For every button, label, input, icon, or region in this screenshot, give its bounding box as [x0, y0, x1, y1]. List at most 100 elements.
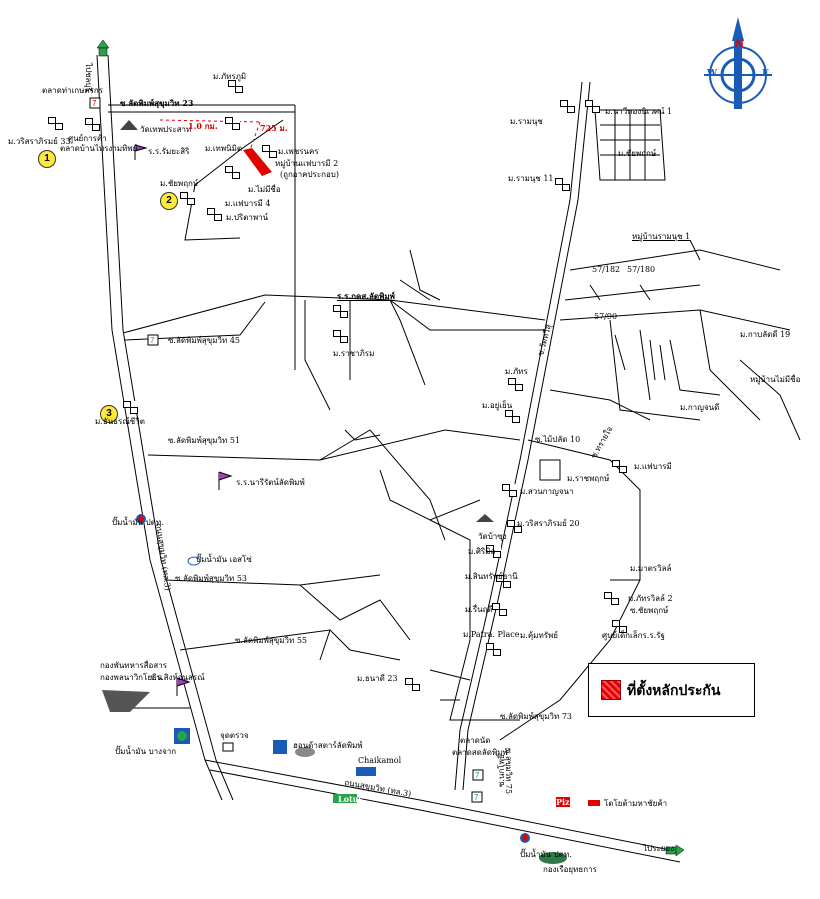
label-57-182: 57/182 — [592, 265, 621, 274]
label-talad-kao: ตลาดท่าเกษตรกร — [42, 86, 104, 95]
car-icon — [588, 800, 600, 806]
label-lotus: Lotus — [338, 794, 363, 804]
label-honda: ฮอนด้าสตาร์ลัดพิมพ์ — [293, 741, 363, 750]
label-to-north: ไปชลบุรี — [84, 63, 93, 92]
svg-text:7: 7 — [474, 793, 479, 802]
label-57-90: 57/90 — [594, 312, 618, 321]
label-rr-narirat: ร.ร.นารีรัตน์ลัดพิมพ์ — [236, 478, 305, 487]
label-petrol-bcp: ปั๊มน้ำมัน บางจาก — [115, 747, 177, 756]
svg-text:7: 7 — [475, 771, 480, 780]
label-rr-ramsiri: ร.ร.รัมยะสิริ — [148, 147, 190, 156]
building-icon — [560, 100, 575, 113]
ptt-station-icon — [136, 514, 530, 843]
building-icon — [555, 178, 570, 191]
route-1km — [159, 119, 261, 123]
label-soi-chaiyapruek: ซ.ชัยพฤกษ์ — [630, 606, 669, 615]
label-mooban-rattana1: หมู่บ้านรามนุช 1 — [632, 232, 691, 241]
label-m-kanchada19: ม.กาบลัดดี 19 — [740, 330, 791, 339]
building-icon — [505, 410, 520, 423]
label-soi-53: ซ.ลัดพิมพ์สุขุมวิท 53 — [175, 574, 248, 583]
bangchak-station-icon — [174, 728, 190, 744]
building-icon — [262, 145, 277, 158]
label-m-kumsup: ม.คุ้มทรัพย์ — [520, 631, 558, 640]
label-m-faebarami: ม.แฟบารมี — [634, 462, 672, 471]
building-icon — [508, 378, 523, 391]
label-57-180: 57/180 — [627, 265, 656, 274]
label-m-varisara20: ม.วริสราภิรมย์ 20 — [517, 519, 580, 528]
label-m-ruiung: ม.รื่นฤดี — [465, 605, 493, 614]
label-m-thepnimit: ม.เทพนิมิต — [205, 144, 243, 153]
label-talad-s2: ตลาดสดลัดพิมพ์ — [452, 748, 508, 757]
svg-text:7: 7 — [150, 336, 155, 345]
label-wat-prasat: วัดเทพประสาท — [140, 125, 192, 134]
label-m-chaiyapruek-w: ม.ชัยพฤกษ์ — [160, 179, 199, 188]
compass-e: E — [762, 69, 769, 79]
road-east — [454, 81, 583, 791]
label-m-phatvit2: ม.ภัทรวิลล์ 2 — [628, 594, 673, 603]
building-icon — [492, 603, 507, 616]
label-naval-base: กองเรือยุทธการ — [543, 865, 597, 874]
label-soi-nok: ซ.นกโพธิ์ — [497, 754, 506, 787]
label-m-rattom: ม.ราชาภิรม — [333, 349, 375, 358]
building-icon — [585, 100, 600, 113]
esso-station-icon — [187, 556, 201, 566]
building-icon — [180, 192, 195, 205]
marker-3[interactable]: 3 — [100, 405, 118, 423]
legend-box: ที่ตั้งหลักประกัน — [588, 663, 755, 717]
building-icon — [486, 545, 501, 558]
label-soi-55: ซ.ลัดพิมพ์สุขุมวิท 55 — [235, 636, 308, 645]
compass-icon — [704, 17, 772, 109]
tank-icon — [539, 852, 567, 864]
label-m-phaetnakorn: ม.เพชรนคร — [278, 147, 319, 156]
label-talad-s1: ตลาดนัด — [460, 736, 491, 745]
label-wat-thung: วัดบ้าซุง — [478, 532, 507, 541]
building-icon — [612, 620, 627, 633]
label-talad-thung: ตลาดบ้านไทรงามทิพย์ — [60, 144, 138, 153]
label-soi-45: ซ.ลัดพิมพ์สุขุมวิท 45 — [168, 336, 241, 345]
label-m-paritapat: ม.ปริตาพาน์ — [226, 213, 269, 222]
pizza-icon — [556, 797, 570, 807]
seven-eleven-icon: 7 — [471, 791, 483, 803]
property-site-marker — [243, 148, 272, 176]
arrow-north-icon — [96, 39, 110, 57]
label-petrol-ptt2: ปั๊มน้ำมัน ปตท. — [520, 850, 572, 859]
school-flag-icon — [134, 144, 233, 696]
building-icon — [612, 460, 627, 473]
building-icon — [225, 166, 240, 179]
label-soi-sukhumvit-s: ซ.ลัดพิมพ์สุขุมวิท 73 — [500, 712, 573, 721]
seven-eleven-icon: 7 — [147, 334, 159, 346]
label-mooban-pas2: หมู่บ้านแฟบารมี 2 — [275, 159, 339, 168]
label-m-yuyen: ม.อยู่เย็น — [482, 401, 513, 410]
label-m-maimee: ม.ไม่มีชื่อ — [248, 185, 281, 194]
label-m-ratchapruek: ม.ราชพฤกษ์ — [567, 474, 610, 483]
label-m-varisara33: ม.วริสราภิรมย์ 33 — [8, 137, 71, 146]
route-725m — [249, 121, 261, 151]
chaikamol-truck-icon — [356, 767, 376, 776]
marker-1[interactable]: 1 — [38, 150, 56, 168]
label-m-chaiyapruek-e: ม.ชัยพฤกษ์ — [618, 149, 657, 158]
label-m-phakapoom: ม.ภัทรภูมิ — [213, 72, 247, 81]
label-junction: จุดตรวจ — [220, 731, 249, 740]
label-kids-school: ศูนย์เด็กเล็กร.ร.รัฐ — [602, 631, 665, 640]
building-icon — [496, 575, 511, 588]
label-m-tanadi23: ม.ธนาดี 23 — [357, 674, 398, 683]
building-icon — [333, 330, 348, 343]
label-m-matrovit: ม.มาตรวิลล์ — [630, 564, 672, 573]
building-icon — [225, 117, 240, 130]
label-pizza: Pizza — [556, 797, 580, 807]
compass-s: S — [735, 97, 742, 107]
label-soi-23: ซ.ลัดพิมพ์สุขุมวิท 23 — [120, 98, 194, 108]
building-icon — [405, 678, 420, 691]
building-icon — [507, 520, 522, 533]
building-icon — [486, 643, 501, 656]
label-m-kanchada: ม.กาญจนดี — [680, 403, 720, 412]
label-navy-3: ร.ร.สิงห์อนุสรณ์ — [150, 673, 205, 682]
label-soi-51: ซ.ลัดพิมพ์สุขุมวิท 51 — [168, 436, 241, 445]
marker-2[interactable]: 2 — [160, 192, 178, 210]
label-m-faebarami4: ม.แฟบารมี 4 — [225, 199, 271, 208]
label-m-thaworn: ม.ธันธรณ์ชีวิต — [95, 417, 145, 426]
label-m-ramanutch: ม.รามนุช — [510, 117, 543, 126]
label-soi-mai10: ซ.ไม้ปลัด 10 — [535, 435, 581, 444]
label-m-ramanutch2: ม.รามนุช 11 — [508, 174, 554, 183]
label-petrol-ptt: ปั๊มน้ำมัน ปตท. — [112, 518, 164, 527]
